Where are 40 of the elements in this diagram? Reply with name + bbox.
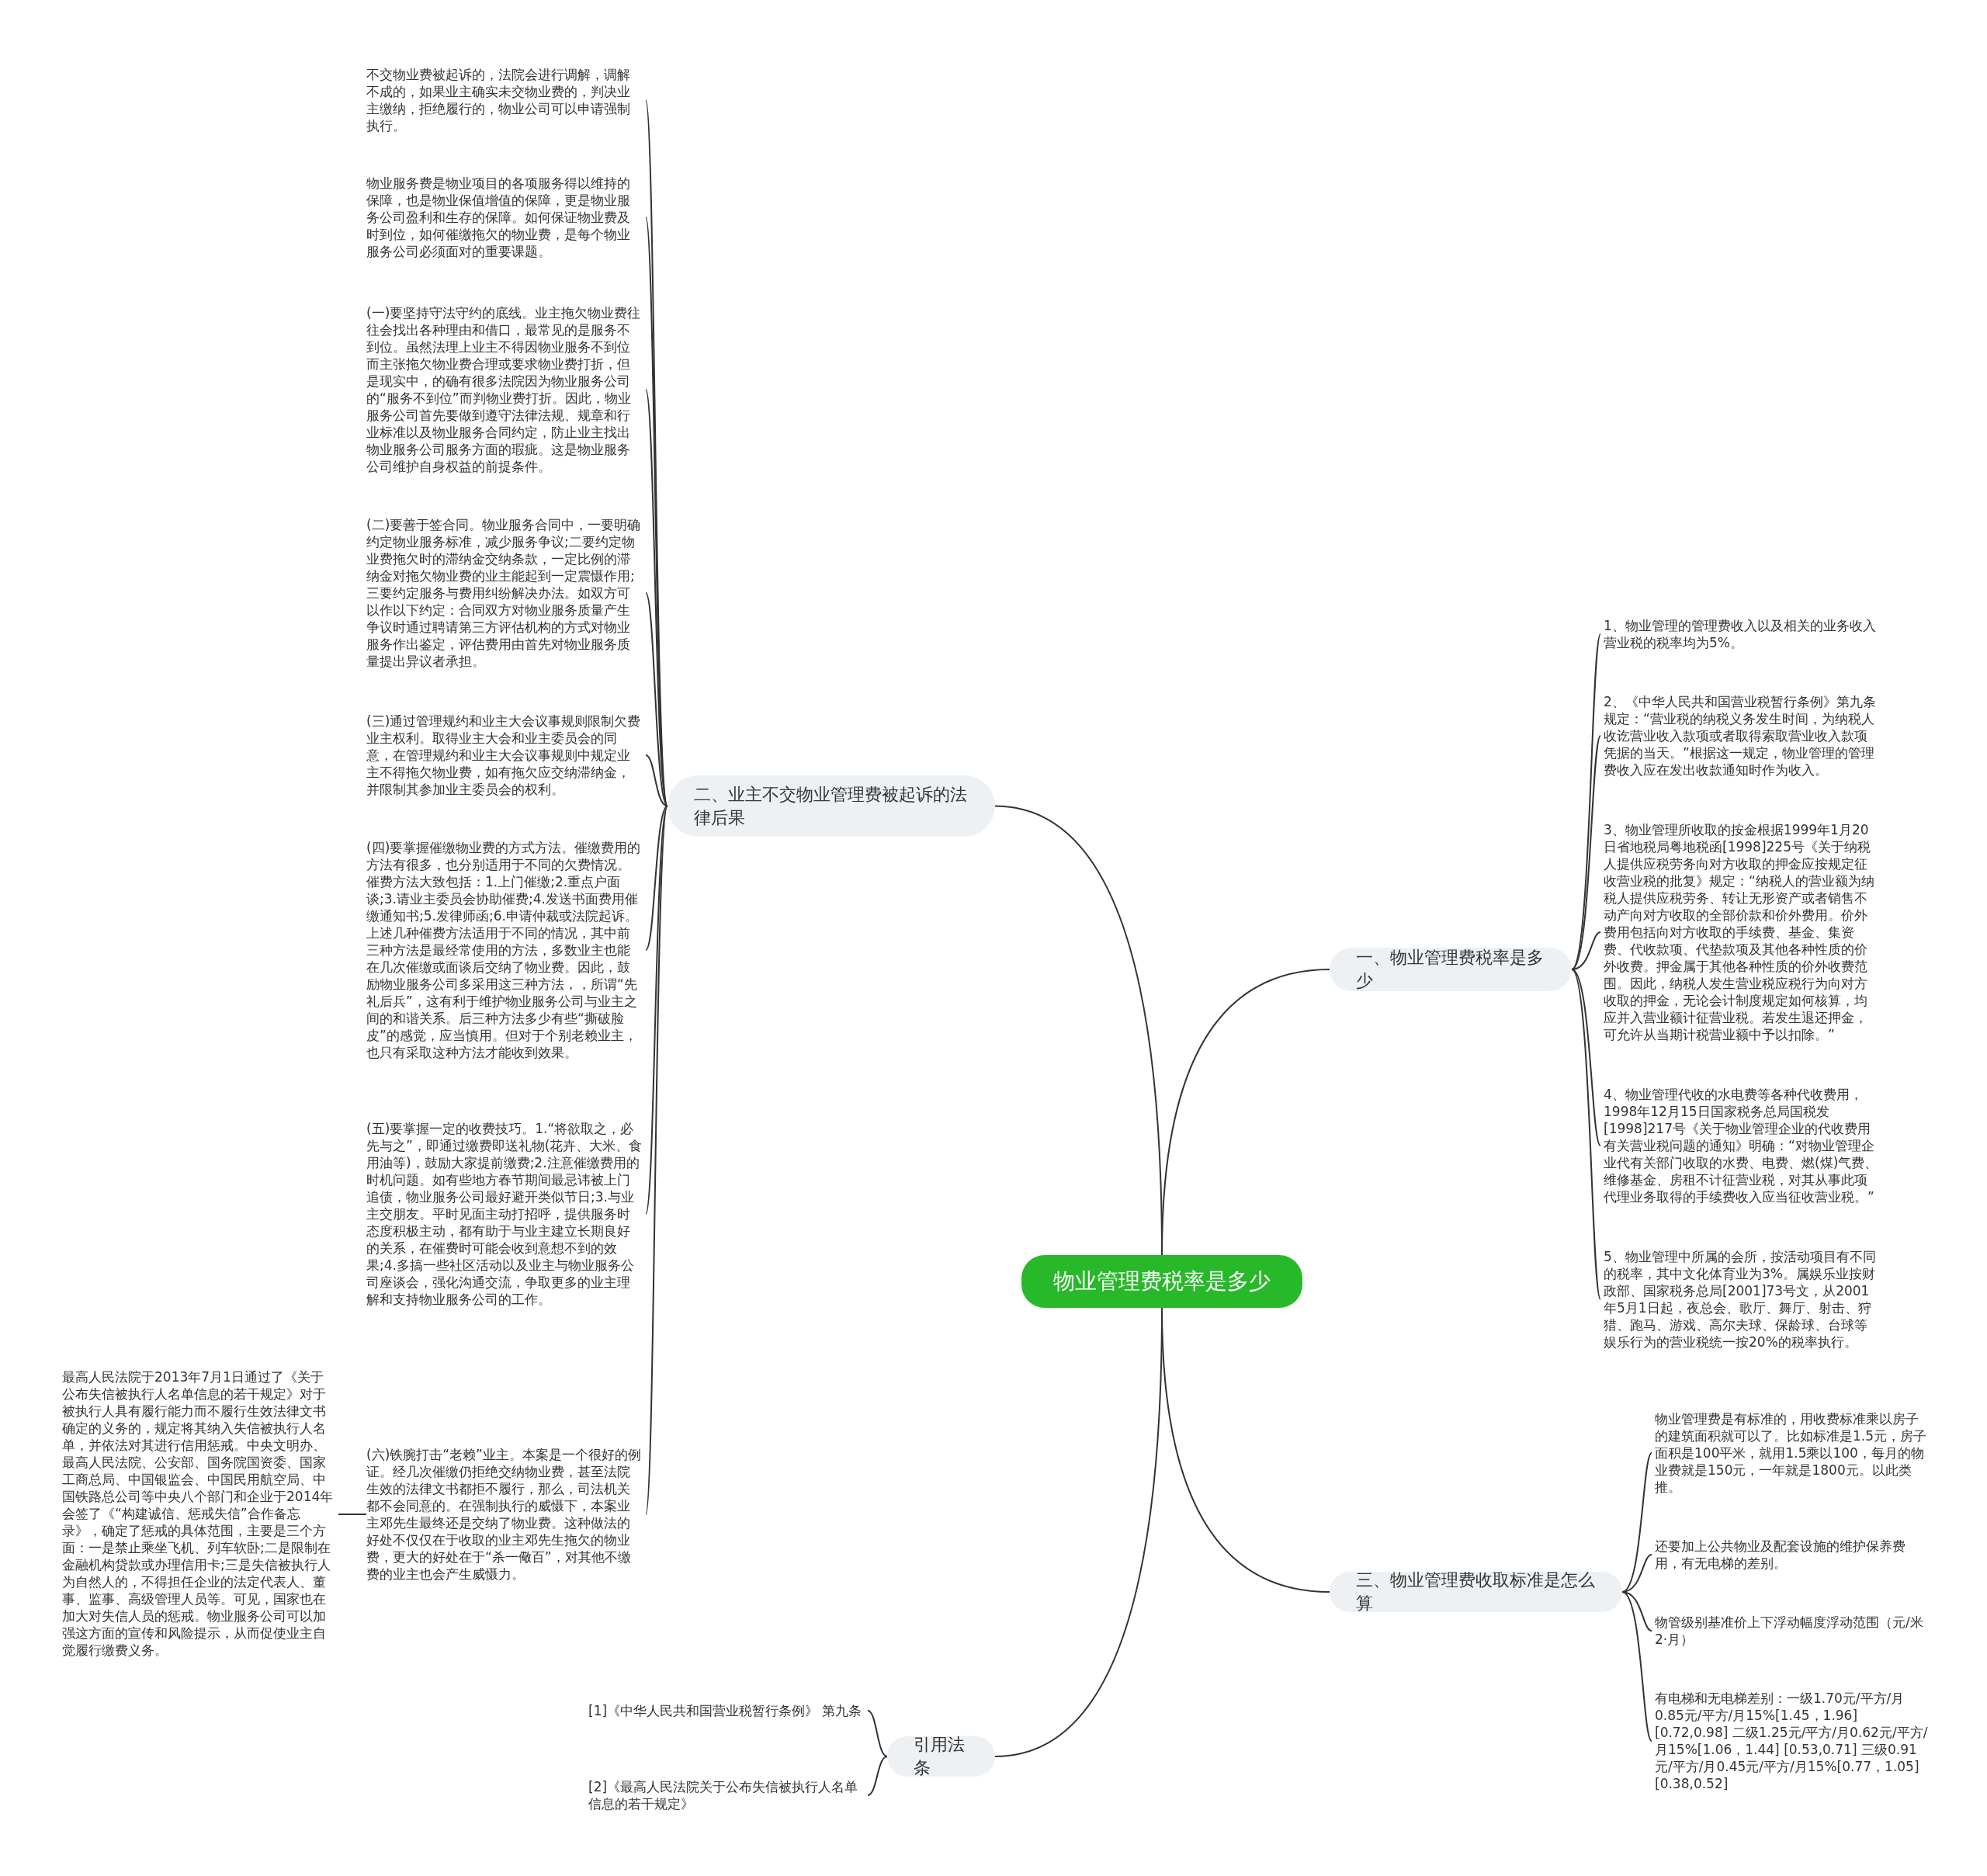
note-text: 物管级别基准价上下浮动幅度浮动范围（元/米2·月） [1655, 1614, 1931, 1648]
connector-line [645, 754, 668, 807]
note-text: 物业服务费是物业项目的各项服务得以维持的保障，也是物业保值增值的保障，更是物业服务公司盈利和生存的保障。如何保证物业费及时到位，如何催缴拖欠的物业费，是每个物业服务公司必须面对的重要课题。 [366, 175, 643, 260]
topic-box: 引用法条 [887, 1736, 995, 1777]
connector-line [1621, 1452, 1652, 1593]
connector-line [867, 1710, 888, 1757]
note-text: 2、《中华人民共和国营业税暂行条例》第九条规定：“营业税的纳税义务发生时间，为纳税人收讫营业收入款项或者取得索取营业收入款项凭据的当天。”根据这一规定，物业管理的管理费收入应在发出收款通知时作为收入。 [1604, 693, 1880, 778]
connector-line [1571, 969, 1601, 1146]
connector-line [1571, 931, 1601, 970]
note-text: 最高人民法院于2013年7月1日通过了《关于公布失信被执行人名单信息的若干规定》对于被执行人具有履行能力而不履行生效法律文书确定的义务的，规定将其纳入失信被执行人名单，并依法对其进行信用惩戒。中央文明办、最高人民法院、公安部、国务院国资委、国家工商总局、中国银监会、中国民用航空局、中国铁路总公司等中央八个部门和企业于2014年会签了《“构建诚信、惩戒失信”合作备忘录》，确定了惩戒的具体范围，主要是三个方面：一是禁止乘坐飞机、列车软卧;二是限制在金融机构贷款或办理信用卡;三是失信被执行人为自然人的，不得担任企业的法定代表人、董事、监事、高级管理人员等。可见，国家也在加大对失信人员的惩戒。物业服务公司可以加强这方面的宣传和风险提示，从而促使业主自觉履行缴费义务。 [62, 1368, 335, 1659]
connector-line [1621, 1591, 1652, 1632]
note-text: 还要加上公共物业及配套设施的维护保养费用，有无电梯的差别。 [1655, 1538, 1931, 1572]
note-text: 有电梯和无电梯差别：一级1.70元/平方/月0.85元/平方/月15%[1.45，1.96] [0.72,0.98] 二级1.25元/平方/月0.62元/平方/月15%[1.06，1.44] [0.53,0.71] 三级0.91元/平方/月0.45元/平方/月15%[0.77，1.05][0.38,0.52] [1655, 1690, 1931, 1792]
connector-line [1571, 735, 1601, 970]
note-text: [2]《最高人民法院关于公布失信被执行人名单信息的若干规定》 [588, 1778, 865, 1812]
connector-line [1571, 633, 1601, 970]
topic-box: 三、物业管理费收取标准是怎么算 [1330, 1572, 1622, 1612]
connector-line [1571, 969, 1601, 1300]
topic-box: 二、业主不交物业管理费被起诉的法律后果 [668, 775, 995, 837]
note-text: [1]《中华人民共和国营业税暂行条例》 第九条 [588, 1702, 865, 1719]
connector-line [1621, 1591, 1652, 1742]
note-text: 5、物业管理中所属的会所，按活动项目有不同的税率，其中文化体育业为3%。属娱乐业按财政部、国家税务总局[2001]73号文，从2001年5月1日起，夜总会、歌厅、舞厅、射击、狩猎、跑马、游戏、高尔夫球、保龄球、台球等娱乐行为的营业税统一按20%的税率执行。 [1604, 1248, 1880, 1351]
note-text: 4、物业管理代收的水电费等各种代收费用，1998年12月15日国家税务总局国税发[1998]217号《关于物业管理企业的代收费用有关营业税问题的通知》明确：“对物业管理企业代有关部门收取的水费、电费、燃(煤)气费、维修基金、房租不计征营业税，对其从事此项代理业务取得的手续费收入应当征收营业税。” [1604, 1086, 1880, 1205]
note-text: (六)铁腕打击“老赖”业主。本案是一个很好的例证。经几次催缴仍拒绝交纳物业费，甚至法院生效的法律文书都拒不履行，那么，司法机关都不会同意的。在强制执行的威慑下，本案业主邓先生最终还是交纳了物业费。这种做法的好处不仅仅在于收取的业主邓先生拖欠的物业费，更大的好处在于“杀一儆百”，对其他不缴费的业主也会产生威慑力。 [366, 1446, 643, 1583]
note-text: 不交物业费被起诉的，法院会进行调解，调解不成的，如果业主确实未交物业费的，判决业主缴纳，拒绝履行的，物业公司可以申请强制执行。 [366, 66, 643, 134]
note-text: 物业管理费是有标准的，用收费标准乘以房子的建筑面积就可以了。比如标准是1.5元，房子面积是100平米，就用1.5乘以100，每月的物业费就是150元，一年就是1800元。以此类推。 [1655, 1410, 1931, 1496]
note-text: (五)要掌握一定的收费技巧。1.“将欲取之，必先与之”，即通过缴费即送礼物(花卉、大米、食用油等)，鼓励大家提前缴费;2.注意催缴费用的时机问题。如有些地方春节期间最忌讳被上门追债，物业服务公司最好避开类似节日;3.与业主交朋友。平时见面主动打招呼，提供服务时态度积极主动，都有助于与业主建立长期良好的关系，在催费时可能会收到意想不到的效果;4.多搞一些社区活动以及业主与物业服务公司座谈会，强化沟通交流，争取更多的业主理解和支持物业服务公司的工作。 [366, 1120, 643, 1308]
note-text: (四)要掌握催缴物业费的方式方法。催缴费用的方法有很多，也分别适用于不同的欠费情况。催费方法大致包括：1.上门催缴;2.重点户面谈;3.请业主委员会协助催费;4.发送书面费用催缴通知书;5.发律师函;6.申请仲裁或法院起诉。上述几种催费方法适用于不同的情况，其中前三种方法是最经常使用的方法，多数业主也能在几次催缴或面谈后交纳了物业费。因此，鼓励物业服务公司多采用这三种方法，，所谓“先礼后兵”，这有利于维护物业服务公司与业主之间的和谐关系。后三种方法多少有些“撕破脸皮”的感觉，应当慎用。但对于个别老赖业主，也只有采取这种方法才能收到效果。 [366, 839, 643, 1061]
central-topic-box: 物业管理费税率是多少 [1021, 1255, 1302, 1308]
connector-line [645, 805, 668, 951]
connector-line [645, 805, 668, 1215]
connector-line [338, 1514, 367, 1515]
connector-line [645, 592, 668, 807]
connector-line [867, 1756, 888, 1796]
note-text: 1、物业管理的管理费收入以及相关的业务收入营业税的税率均为5%。 [1604, 617, 1880, 651]
topic-box: 一、物业管理费税率是多少 [1330, 948, 1572, 991]
note-text: (二)要善于签合同。物业服务合同中，一要明确约定物业服务标准，减少服务争议;二要约定物业费拖欠时的滞纳金交纳条款，一定比例的滞纳金对拖欠物业费的业主能起到一定震慑作用;三要约定服务与费用纠纷解决办法。如双方可以作以下约定：合同双方对物业服务质量产生争议时通过聘请第三方评估机构的方式对物业服务作出鉴定，评估费用由首先对物业服务质量提出异议者承担。 [366, 516, 643, 670]
note-text: (三)通过管理规约和业主大会议事规则限制欠费业主权利。取得业主大会和业主委员会的同意，在管理规约和业主大会议事规则中规定业主不得拖欠物业费，如有拖欠应交纳滞纳金，并限制其参加业主委员会的权利。 [366, 713, 643, 798]
note-text: 3、物业管理所收取的按金根据1999年1月20日省地税局粤地税函[1998]225号《关于纳税人提供应税劳务向对方收取的押金应按规定征收营业税的批复》规定：“纳税人的营业额为纳税人提供应税劳务、转让无形资产或者销售不动产向对方收取的全部价款和价外费用。价外费用包括向对方收取的手续费、基金、集资费、代收款项、代垫款项及其他各种性质的价外收费。押金属于其他各种性质的价外收费范围。因此，纳税人发生营业税应税行为向对方收取的押金，无论会计制度规定如何核算，均应并入营业额计征营业税。若发生退还押金，可允许从当期计税营业额中予以扣除。” [1604, 821, 1880, 1043]
note-text: (一)要坚持守法守约的底线。业主拖欠物业费往往会找出各种理由和借口，最常见的是服务不到位。虽然法理上业主不得因物业服务不到位而主张拖欠物业费合理或要求物业费打折，但是现实中，的确有很多法院因为物业服务公司的“服务不到位”而判物业费打折。因此，物业服务公司首先要做到遵守法律法规、规章和行业标准以及物业服务合同约定，防止业主找出物业服务公司服务方面的瑕疵。这是物业服务公司维护自身权益的前提条件。 [366, 304, 643, 475]
